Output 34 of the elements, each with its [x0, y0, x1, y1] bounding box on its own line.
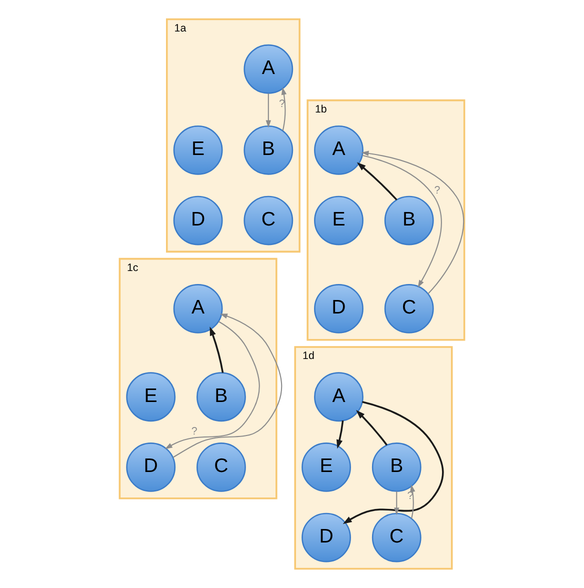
node-circle: E [314, 196, 364, 246]
node-circle: B [196, 372, 246, 422]
node-circle: E [126, 372, 176, 422]
arrow [210, 326, 224, 373]
node-circle: B [244, 125, 294, 175]
node-circle: C [372, 512, 422, 562]
arrow [164, 321, 260, 450]
node-circle: A [244, 44, 294, 94]
arrow [361, 150, 464, 294]
node-circle: E [302, 442, 351, 492]
edge-label: ? [191, 425, 198, 438]
node-circle: A [314, 125, 364, 175]
node-circle: E [173, 125, 223, 175]
arrow [172, 314, 282, 458]
edge-label: ? [279, 98, 285, 110]
node-circle: C [244, 196, 294, 246]
arrow [410, 484, 416, 519]
node-circle: A [314, 372, 364, 422]
node-circle: D [314, 284, 364, 334]
arrow [356, 162, 398, 200]
edge-label: ? [434, 184, 440, 196]
node-circle: D [173, 196, 223, 246]
node-circle: B [384, 196, 434, 246]
node-circle: D [302, 512, 351, 562]
arrow [356, 410, 388, 446]
node-circle: C [384, 284, 434, 334]
arrow [394, 491, 400, 516]
node-circle: A [173, 284, 223, 334]
arrow [336, 420, 344, 449]
arrow [281, 87, 287, 131]
arrow [266, 93, 272, 128]
arrow [342, 401, 444, 524]
arrow [362, 154, 442, 288]
node-circle: C [196, 442, 246, 492]
